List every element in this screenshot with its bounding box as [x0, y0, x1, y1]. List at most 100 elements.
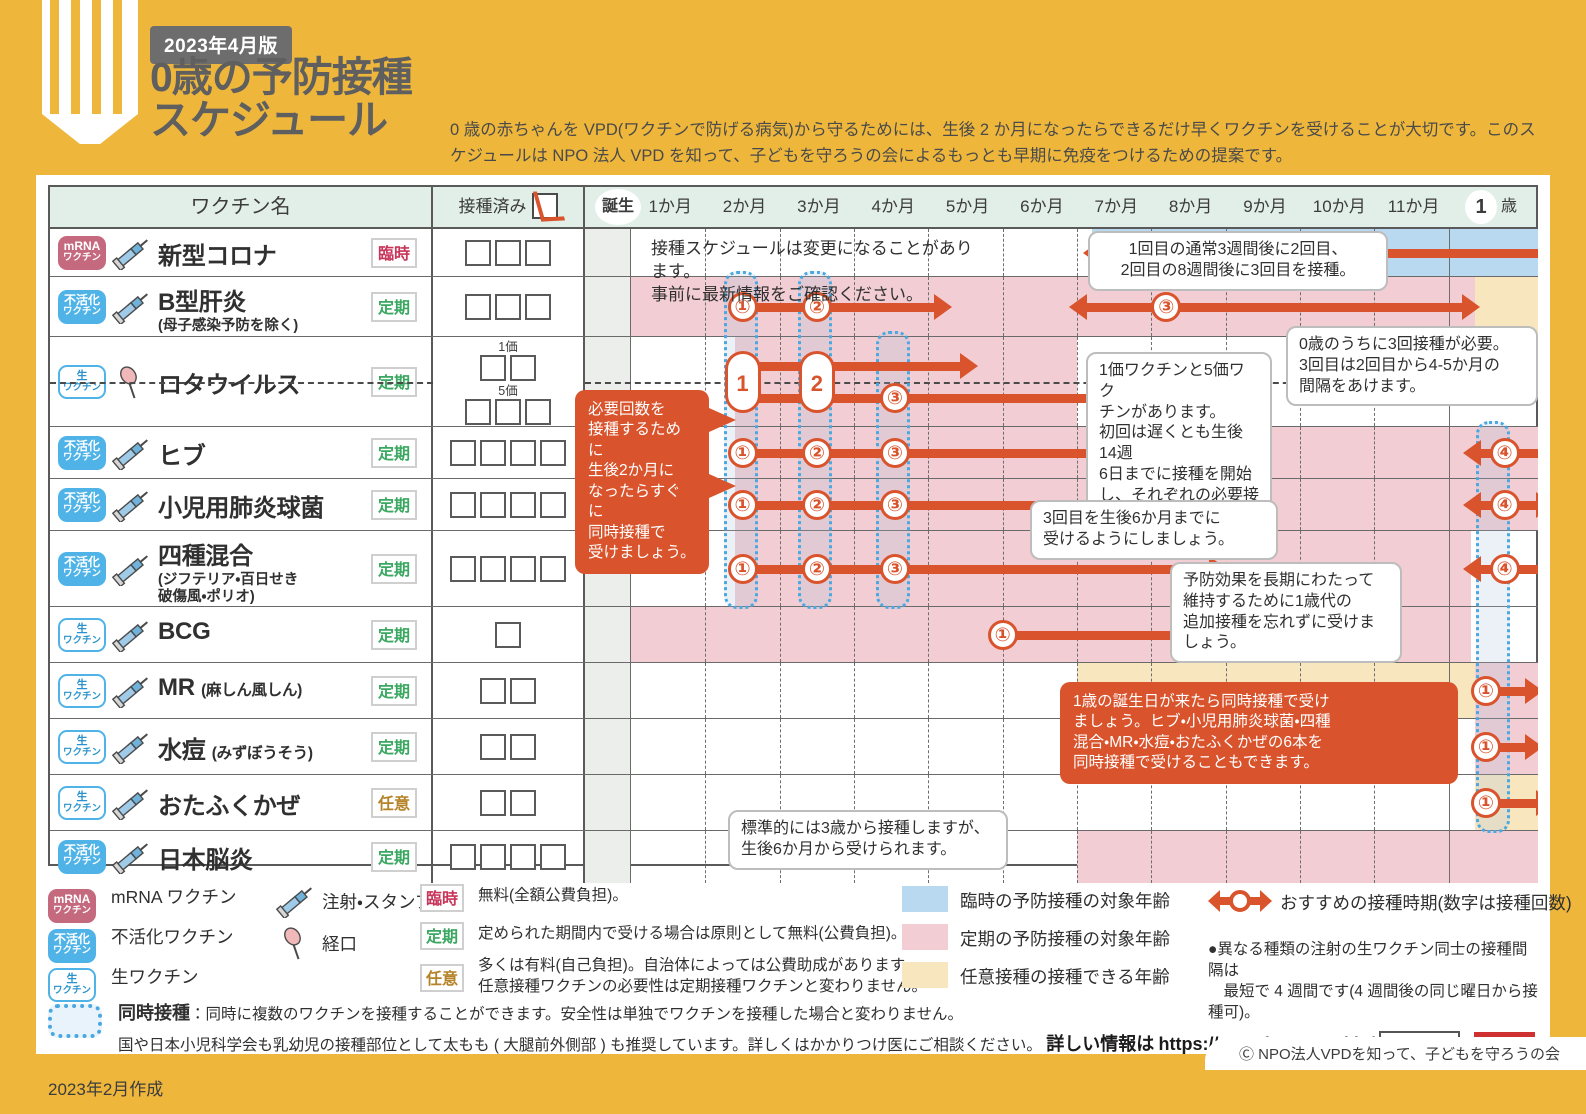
dose-marker: ① — [1471, 788, 1501, 818]
fee-tag-teiki: 定期 — [371, 490, 417, 520]
vaccine-type-badge-sub: ワクチン — [63, 306, 101, 317]
checkbox-group-label: 1価 — [433, 341, 583, 355]
legend-band-label-cream: 任意接種の接種できる年齢 — [960, 964, 1170, 989]
legend-delivery-injection: 注射・スタンプ式 — [276, 884, 316, 923]
month-label-8: 8か月 — [1153, 187, 1227, 227]
dose-marker: ④ — [1490, 554, 1520, 584]
birth-column — [585, 775, 631, 830]
checkbox-group — [433, 556, 583, 582]
vaccine-name-cell: 生ワクチンMR (麻しん風しん)定期 — [50, 663, 433, 718]
done-checkbox[interactable] — [450, 492, 476, 518]
done-checkbox[interactable] — [510, 734, 536, 760]
done-checkbox[interactable] — [495, 622, 521, 648]
legend-band-label-pink: 定期の予防接種の対象年齢 — [960, 926, 1170, 951]
fee-tag-teiki: 定期 — [371, 438, 417, 468]
vaccine-type-badge-sub: ワクチン — [63, 568, 101, 579]
done-checkbox-cell — [433, 427, 585, 478]
dose-marker: ① — [728, 554, 758, 584]
done-checkbox[interactable] — [510, 678, 536, 704]
arrow-head-left — [1463, 492, 1481, 518]
vaccine-name-cell: 不活化ワクチンヒブ定期 — [50, 427, 433, 478]
month-label-2: 2か月 — [707, 187, 781, 227]
done-checkbox[interactable] — [480, 440, 506, 466]
done-checkbox[interactable] — [540, 844, 566, 870]
vaccine-name: 小児用肺炎球菌 — [158, 488, 324, 523]
table-row: 不活化ワクチンヒブ定期①②③④ — [50, 427, 1538, 479]
fee-tag-teiki: 定期 — [371, 292, 417, 322]
pencil-logo-icon — [42, 0, 138, 174]
done-checkbox-cell — [433, 277, 585, 336]
done-checkbox[interactable] — [510, 790, 536, 816]
checkmark-icon — [532, 193, 558, 219]
vaccine-type-badge-sub: ワクチン — [63, 856, 101, 867]
done-checkbox[interactable] — [450, 844, 476, 870]
done-checkbox[interactable] — [480, 678, 506, 704]
syringe-icon — [112, 552, 152, 586]
syringe-icon — [112, 730, 152, 764]
checkbox-group — [433, 492, 583, 518]
legend-fee-tag-teiki: 定期 — [420, 922, 464, 950]
vaccine-name: B型肝炎 — [158, 282, 246, 317]
done-checkbox[interactable] — [540, 440, 566, 466]
hepb-interval-note: 1回目の通常3週間後に2回目、 2回目の8週間後に3回目を接種。 — [1088, 231, 1388, 291]
done-checkbox[interactable] — [465, 294, 491, 320]
done-checkbox-cell — [433, 663, 585, 718]
done-checkbox[interactable] — [495, 399, 521, 425]
done-checkbox[interactable] — [450, 440, 476, 466]
syringe-icon — [112, 436, 152, 470]
checkbox-group — [433, 734, 583, 760]
syringe-icon — [112, 840, 152, 874]
done-checkbox[interactable] — [465, 240, 491, 266]
done-checkbox[interactable] — [510, 492, 536, 518]
legend-fee-text-teiki: 定められた期間内で受ける場合は原則として無料(公費負担)。 — [478, 924, 906, 945]
vaccine-type-badge-mrna: mRNAワクチン — [58, 236, 106, 270]
vaccine-name-cell: mRNAワクチン新型コロナ臨時 — [50, 229, 433, 276]
done-checkbox-cell: 1価 5価 — [433, 337, 585, 426]
rota-divider-name — [50, 382, 433, 384]
done-checkbox[interactable] — [495, 240, 521, 266]
vaccine-name-cell: 不活化ワクチン小児用肺炎球菌定期 — [50, 479, 433, 530]
arrow-head-left — [1069, 294, 1087, 320]
done-checkbox[interactable] — [510, 556, 536, 582]
done-checkbox[interactable] — [465, 399, 491, 425]
arrow-head-right — [960, 353, 978, 379]
legend-arrow-sample — [1208, 888, 1272, 919]
legend-inact-label: 不活化ワクチン — [111, 927, 234, 947]
done-checkbox[interactable] — [540, 492, 566, 518]
vaccine-type-badge-sub: ワクチン — [63, 635, 101, 646]
done-checkbox[interactable] — [450, 556, 476, 582]
done-checkbox[interactable] — [480, 355, 506, 381]
hepb-three-dose-note: 0歳のうちに3回接種が必要。 3回目は2回目から4-5か月の 間隔をあけます。 — [1286, 326, 1538, 406]
done-checkbox[interactable] — [525, 240, 551, 266]
legend-swatch-pink — [902, 924, 948, 950]
timeline-gridline — [705, 663, 706, 718]
fee-tag-rinji: 臨時 — [371, 238, 417, 268]
done-checkbox[interactable] — [480, 556, 506, 582]
done-checkbox[interactable] — [510, 844, 536, 870]
done-checkbox[interactable] — [495, 294, 521, 320]
vaccine-type-badge-inact: 不活化ワクチン — [58, 840, 106, 874]
done-checkbox[interactable] — [525, 399, 551, 425]
orange-callout-right: 1歳の誕生日が来たら同時接種で受け ましょう。ヒブ・小児用肺炎球菌・四種 混合・… — [1060, 682, 1458, 784]
done-checkbox[interactable] — [480, 844, 506, 870]
timeline-gridline — [705, 775, 706, 830]
checkbox-group-5価: 5価 — [433, 385, 583, 425]
timeline-gridline — [1003, 229, 1004, 276]
legend-fee-text-rinji: 無料(全額公費負担)。 — [478, 886, 628, 907]
third-dose-by-six-months-note: 3回目を生後6か月までに 受けるようにしましょう。 — [1030, 500, 1278, 560]
month-label-3: 3か月 — [782, 187, 856, 227]
done-checkbox[interactable] — [480, 492, 506, 518]
done-checkbox[interactable] — [480, 790, 506, 816]
done-checkbox[interactable] — [480, 734, 506, 760]
schedule-arrow-line — [743, 362, 962, 371]
vaccine-type-badge-inact: 不活化ワクチン — [58, 290, 106, 324]
arrow-head-left — [1463, 440, 1481, 466]
done-checkbox[interactable] — [540, 556, 566, 582]
done-checkbox[interactable] — [510, 355, 536, 381]
vaccine-type-badge-sub: ワクチン — [63, 452, 101, 463]
done-checkbox[interactable] — [510, 440, 536, 466]
done-checkbox[interactable] — [525, 294, 551, 320]
vaccine-type-badge-live: 生ワクチン — [58, 786, 106, 820]
dose-marker: ② — [802, 438, 832, 468]
page-title: 0歳の予防接種 スケジュール — [150, 56, 440, 141]
